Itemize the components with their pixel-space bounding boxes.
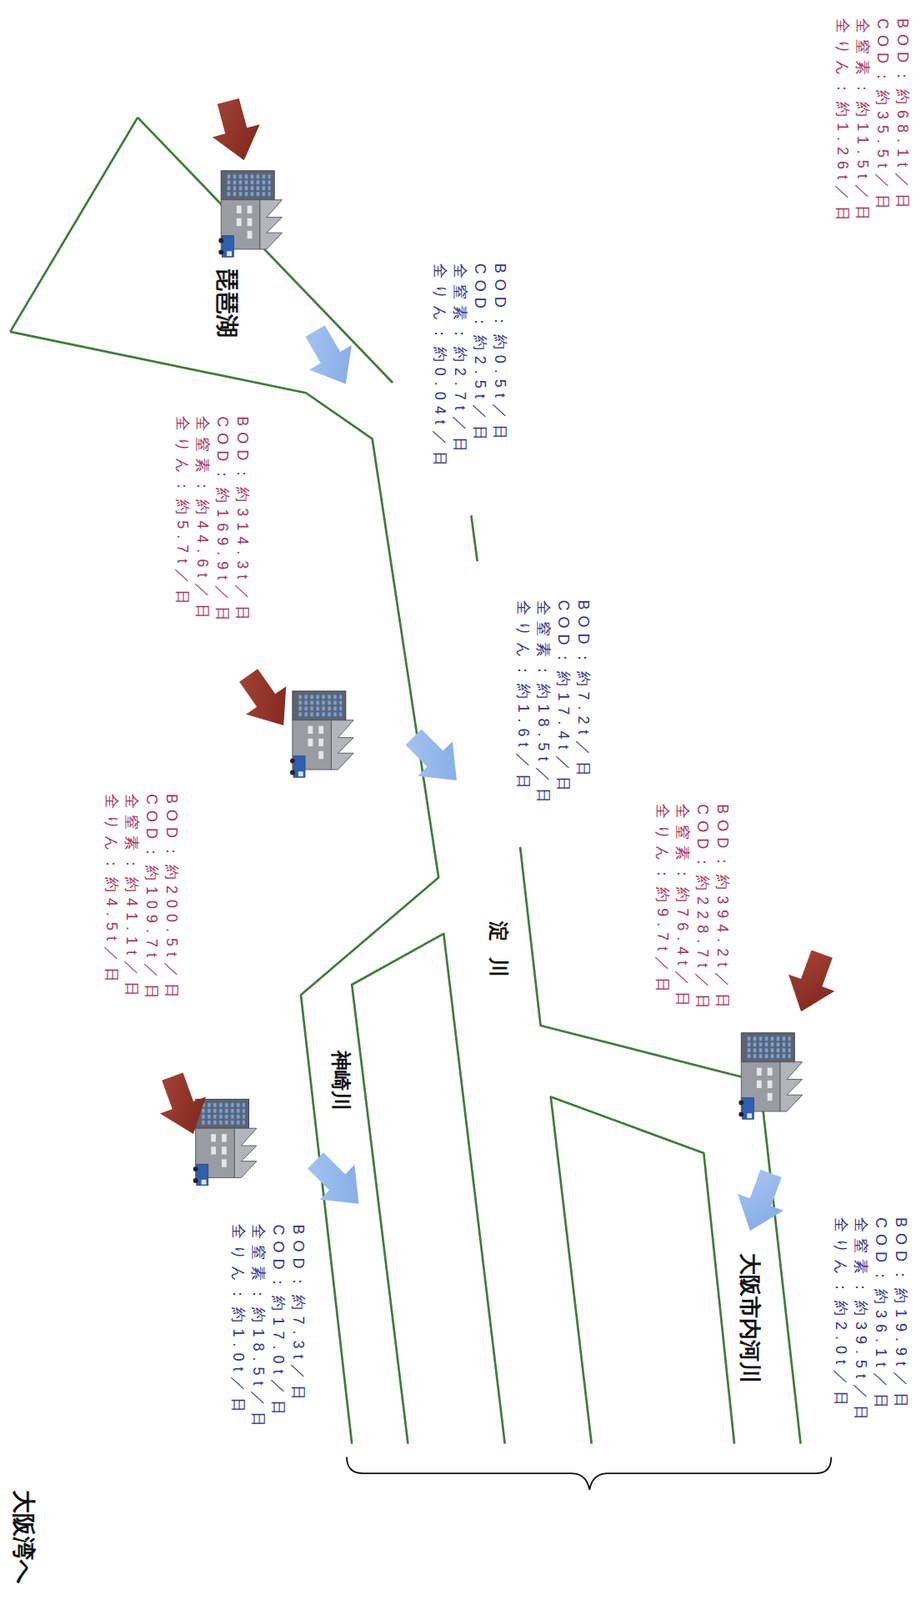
pollution-figure: 全りん：約9.7t／日 bbox=[652, 803, 673, 1015]
factory-icon bbox=[290, 690, 354, 777]
pollution-figure: 全窒素：約18.5t／日 bbox=[533, 600, 554, 809]
load-arrow bbox=[778, 945, 846, 1020]
pollution-figure: 全窒素：約44.6t／日 bbox=[193, 415, 214, 627]
lake-name: 琵琶湖 bbox=[212, 267, 241, 338]
pollution-figure: BOD：約19.9t／日 bbox=[890, 1216, 911, 1426]
load-arrows bbox=[149, 95, 846, 1142]
pollution-figure: 全りん：約0.04t／日 bbox=[430, 263, 451, 472]
factories bbox=[193, 170, 803, 1186]
pollution-figure: COD：約169.9t／日 bbox=[213, 415, 234, 627]
pollution-figure: COD：約35.5t／日 bbox=[872, 18, 893, 227]
river-bank bbox=[470, 515, 477, 561]
load-figures: BOD：約68.1t／日COD：約35.5t／日全窒素：約11.5t／日全りん：… bbox=[832, 18, 913, 227]
place-name: 琵琶湖 bbox=[212, 267, 241, 338]
place-name: 淀川 bbox=[485, 921, 511, 993]
pollution-figure: 全窒素：約76.4t／日 bbox=[672, 803, 693, 1015]
place-name: 大阪湾へ bbox=[10, 1489, 39, 1584]
pollution-figure: BOD：約7.2t／日 bbox=[573, 600, 594, 809]
pollution-figure: COD：約17.0t／日 bbox=[268, 1223, 289, 1432]
pollution-figure: BOD：約200.5t／日 bbox=[161, 793, 182, 1005]
river-bank bbox=[351, 933, 506, 1444]
discharge-figures: BOD：約19.9t／日COD：約36.1t／日全窒素：約39.5t／日全りん：… bbox=[830, 1216, 911, 1426]
load-figures: BOD：約314.3t／日COD：約169.9t／日全窒素：約44.6t／日全り… bbox=[173, 415, 254, 627]
pollution-figure: BOD：約68.1t／日 bbox=[892, 18, 913, 227]
pollution-figure: COD：約17.4t／日 bbox=[553, 600, 574, 809]
pollution-figure: 全りん：約2.0t／日 bbox=[830, 1216, 851, 1426]
place-name: 大阪市内河川 bbox=[736, 1252, 763, 1383]
lake-shore bbox=[10, 117, 138, 332]
discharge-figures: BOD：約7.2t／日COD：約17.4t／日全窒素：約18.5t／日全りん：約… bbox=[513, 600, 594, 809]
load-arrow bbox=[228, 660, 304, 740]
pollution-figure: BOD：約394.2t／日 bbox=[712, 803, 733, 1015]
outlet-brace bbox=[346, 1456, 831, 1490]
pollution-figure: 全窒素：約11.5t／日 bbox=[852, 18, 873, 227]
load-arrow bbox=[204, 95, 268, 167]
discharge-arrow bbox=[294, 318, 368, 396]
river-name: 淀川 bbox=[485, 921, 511, 993]
factory-icon bbox=[738, 1032, 802, 1119]
discharge-arrows bbox=[294, 318, 795, 1239]
discharge-figures: BOD：約7.3t／日COD：約17.0t／日全窒素：約18.5t／日全りん：約… bbox=[228, 1223, 309, 1432]
discharge-arrow bbox=[726, 1164, 794, 1239]
load-figures: BOD：約394.2t／日COD：約228.7t／日全窒素：約76.4t／日全り… bbox=[652, 803, 733, 1015]
lake-shore bbox=[137, 117, 393, 383]
pollution-figure: COD：約36.1t／日 bbox=[870, 1216, 891, 1426]
factory-icon bbox=[193, 1098, 257, 1185]
discharge-arrow bbox=[395, 719, 474, 797]
discharge-arrow bbox=[298, 1142, 376, 1221]
factory-icon bbox=[218, 170, 282, 257]
discharge-figures: BOD：約0.5t／日COD：約2.5t／日全窒素：約2.7t／日全りん：約0.… bbox=[430, 263, 511, 472]
pollution-figure: 全りん：約1.0t／日 bbox=[228, 1223, 249, 1432]
outlet-name: 大阪湾へ bbox=[10, 1489, 39, 1584]
place-name: 神崎川 bbox=[329, 1050, 354, 1111]
pollution-figure: 全窒素：約2.7t／日 bbox=[450, 263, 471, 472]
pollution-figure: 全窒素：約39.5t／日 bbox=[850, 1216, 871, 1426]
river-name: 神崎川 bbox=[329, 1050, 354, 1111]
river-banks bbox=[10, 117, 801, 1444]
pollution-figure: 全窒素：約41.1t／日 bbox=[121, 793, 142, 1005]
river-bank bbox=[550, 1096, 735, 1444]
pollution-figure: BOD：約7.3t／日 bbox=[288, 1223, 309, 1432]
pollution-figure: 全窒素：約18.5t／日 bbox=[248, 1223, 269, 1432]
load-figures: BOD：約200.5t／日COD：約109.7t／日全窒素：約41.1t／日全り… bbox=[101, 793, 182, 1005]
pollution-figure: 全りん：約1.6t／日 bbox=[513, 600, 534, 809]
pollution-figure: BOD：約314.3t／日 bbox=[233, 415, 254, 627]
river-name: 大阪市内河川 bbox=[736, 1252, 763, 1383]
load-arrow bbox=[149, 1067, 216, 1142]
pollution-figure: 全りん：約5.7t／日 bbox=[173, 415, 194, 627]
pollution-figure: BOD：約0.5t／日 bbox=[490, 263, 511, 472]
pollution-figure: 全りん：約1.26t／日 bbox=[832, 18, 853, 227]
pollution-figure: COD：約109.7t／日 bbox=[141, 793, 162, 1005]
river-bank bbox=[10, 331, 439, 1444]
pollution-figure: COD：約228.7t／日 bbox=[692, 803, 713, 1015]
pollution-figure: COD：約2.5t／日 bbox=[470, 263, 491, 472]
pollution-figure: 全りん：約4.5t／日 bbox=[101, 793, 122, 1005]
